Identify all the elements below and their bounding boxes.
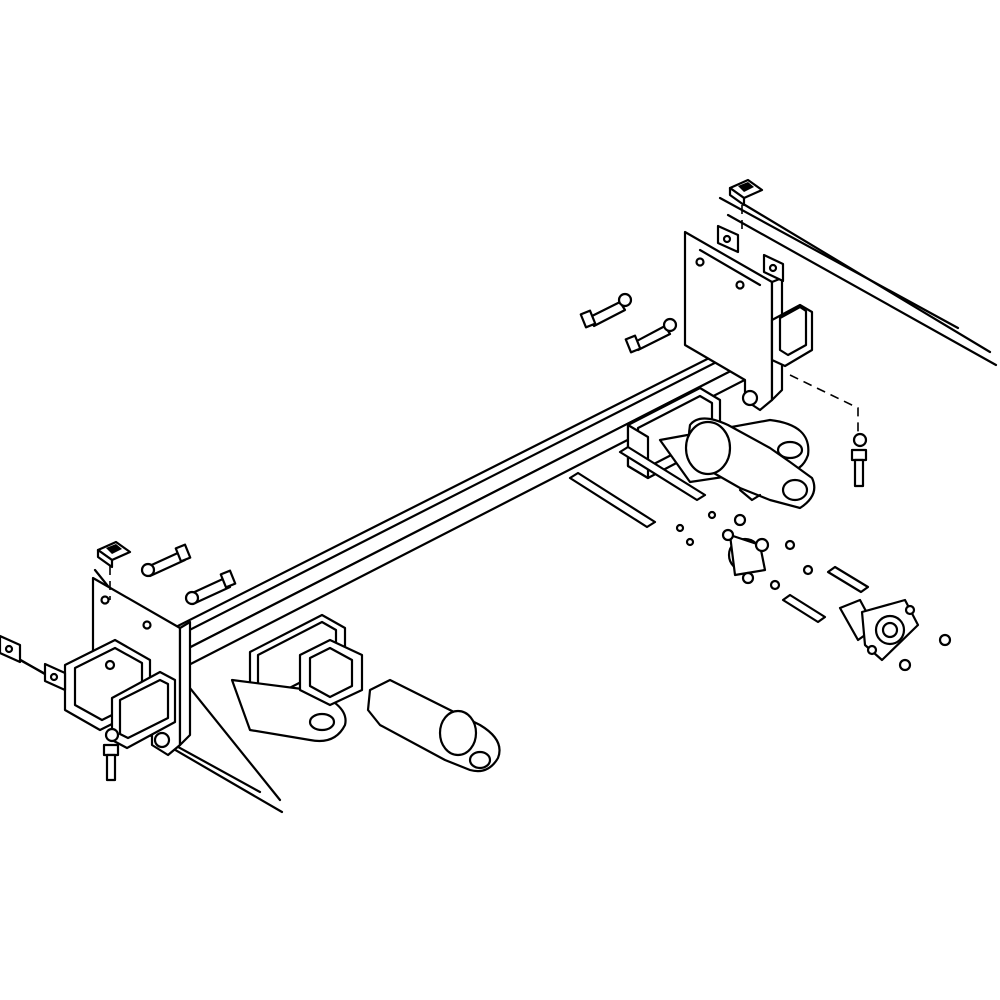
bolt-bottom-left — [102, 727, 120, 782]
bolt-right-vertical — [850, 432, 868, 488]
right-clevis-arm — [684, 417, 816, 510]
bolts-right — [579, 292, 678, 354]
crossbar-tube — [148, 326, 792, 674]
electrical-socket-right — [838, 598, 952, 672]
pins — [568, 445, 870, 624]
clip-top-right — [728, 178, 764, 207]
electrical-socket-left — [675, 510, 814, 591]
safety-cable-right — [718, 196, 998, 367]
right-receiver — [626, 386, 722, 480]
left-mounting-bracket — [0, 576, 192, 757]
right-mounting-bracket — [683, 224, 814, 412]
bolts-left — [140, 543, 237, 606]
clip-top-left — [96, 540, 132, 569]
left-clevis-arm — [298, 638, 501, 773]
